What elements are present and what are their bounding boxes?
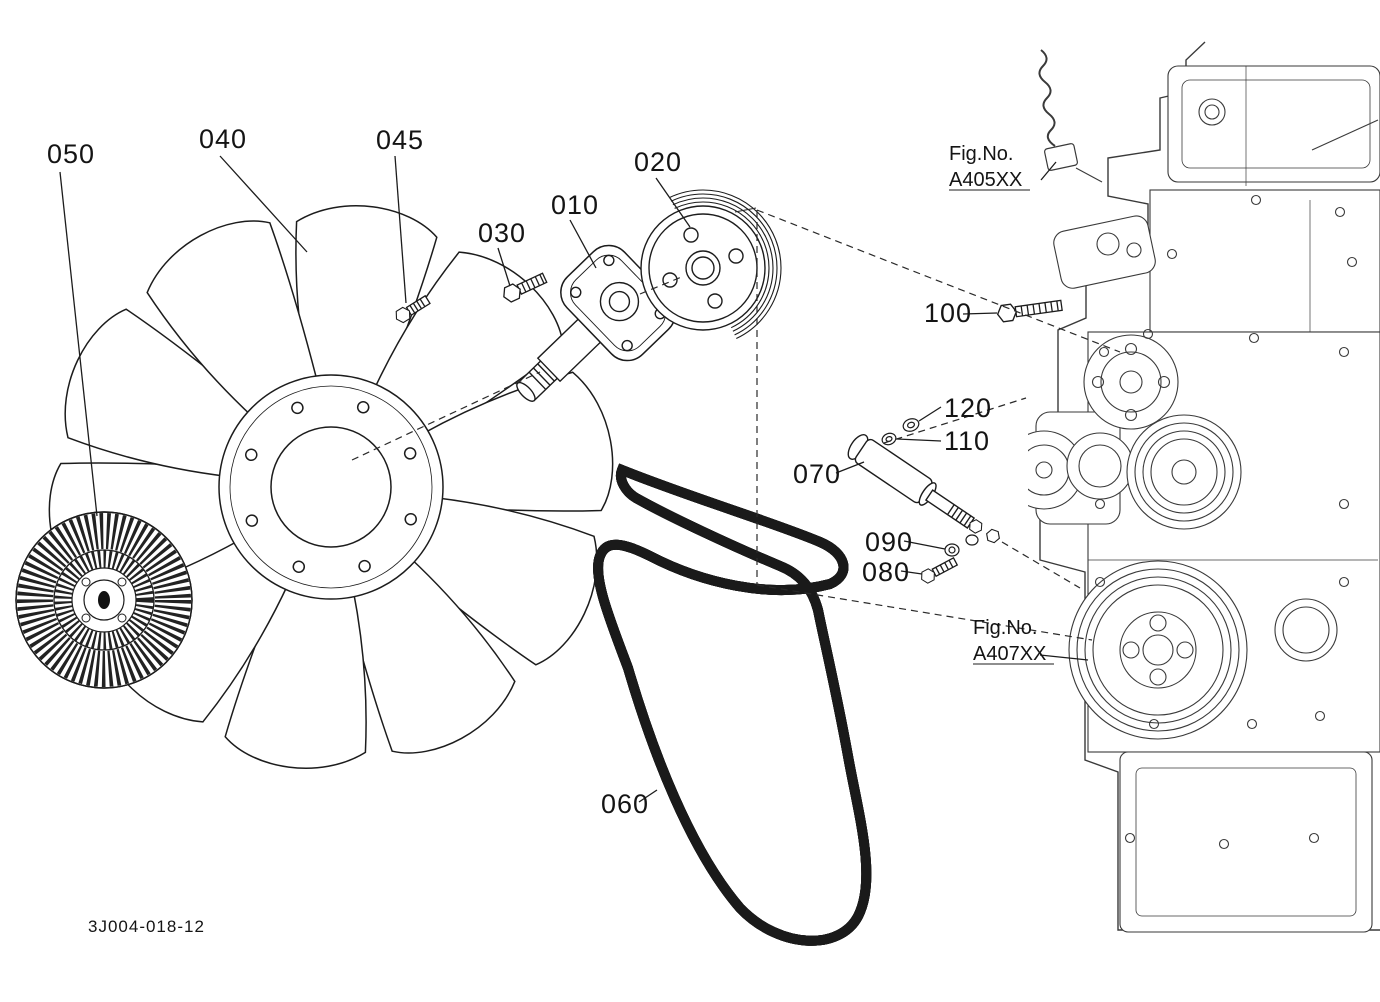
fig-references: Fig.No. A405XX Fig.No. A407XX	[949, 143, 1046, 665]
fig-ref-a405-code: A405XX	[949, 169, 1022, 191]
fig-ref-a407-code: A407XX	[973, 643, 1046, 665]
crankshaft-pulley	[1068, 560, 1248, 740]
engine-assembly	[1028, 41, 1380, 933]
construction-lines	[351, 209, 1121, 641]
bolt-030	[499, 272, 548, 305]
engine-bolt-dots	[1094, 194, 1358, 850]
drawing-number: 3J004-018-12	[88, 917, 205, 936]
fan-hub	[218, 374, 444, 600]
bolt-045	[392, 294, 431, 326]
alternator-pulley	[1126, 414, 1242, 530]
callout-110: 110	[944, 426, 990, 456]
callout-045: 045	[376, 125, 424, 155]
washer-090	[944, 527, 1002, 557]
fig-ref-a407-prefix: Fig.No.	[973, 617, 1037, 639]
offframe-pointer-line	[1311, 119, 1379, 151]
bolt-100	[995, 299, 1063, 324]
fig-ref-a405-prefix: Fig.No.	[949, 143, 1013, 165]
tensioner	[847, 434, 986, 536]
callout-010: 010	[551, 190, 599, 220]
alternator-bracket	[1053, 215, 1156, 289]
callout-090: 090	[865, 527, 913, 557]
callout-060: 060	[601, 789, 649, 819]
leader-lines	[59, 155, 1089, 803]
callout-100: 100	[924, 298, 972, 328]
callout-020: 020	[634, 147, 682, 177]
callout-070: 070	[793, 459, 841, 489]
fan-blade-assembly	[39, 195, 623, 779]
tensioner-pulley	[1066, 432, 1134, 500]
water-pump-pulley	[624, 189, 782, 347]
fan-clutch	[15, 511, 193, 689]
callout-120: 120	[944, 393, 992, 423]
oil-filter-boss	[1274, 598, 1338, 662]
callout-040: 040	[199, 124, 247, 154]
pump-mount-boss	[1083, 334, 1179, 430]
callout-050: 050	[47, 139, 95, 169]
callout-labels: 050 040 045 030 010 020 100 120 110 070 …	[47, 124, 992, 819]
bolt-080	[918, 557, 959, 586]
callout-030: 030	[478, 218, 526, 248]
callout-080: 080	[862, 557, 910, 587]
pulley-bracket-line	[734, 207, 757, 213]
water-pump	[516, 244, 676, 402]
wiring-harness	[1038, 49, 1103, 183]
belt	[598, 463, 866, 941]
